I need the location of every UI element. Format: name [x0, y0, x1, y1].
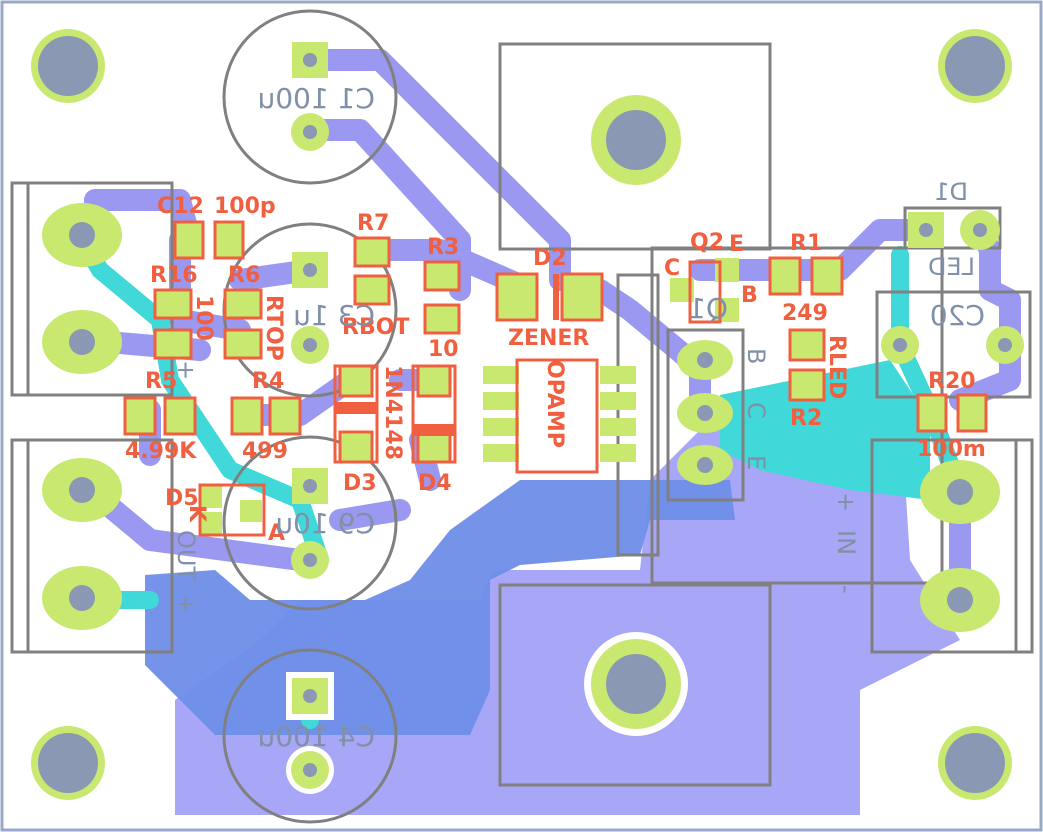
label-d5: D5: [165, 486, 199, 511]
silk-e: E: [742, 455, 770, 470]
label-r2: R2: [790, 406, 822, 431]
label-rled: RLED: [824, 335, 849, 399]
silk-c9: C9 10u: [275, 507, 375, 540]
label-r3: R3: [427, 235, 459, 260]
silk-b: B: [742, 348, 770, 364]
label-d5-a: A: [268, 521, 285, 546]
label-r16: R16: [150, 263, 198, 288]
label-r5-val: 4.99K: [125, 439, 197, 464]
silk-c4: C4 100u: [258, 720, 375, 753]
silk-labels: C1 100u C3 1u C9 10u C4 100u C20 Q1 LED …: [172, 82, 985, 753]
ref-labels: C12 100p R7 RBOT R3 10 D2 ZENER Q2 E C B…: [125, 194, 986, 546]
silk-out-plus: +: [172, 594, 200, 614]
label-d5-k: K: [184, 505, 209, 523]
tht-pads: [42, 42, 1024, 794]
silk-d1: D1: [934, 178, 968, 206]
silk-c1: C1 100u: [258, 82, 375, 115]
label-r7: R7: [357, 211, 389, 236]
label-r5: R5: [145, 369, 177, 394]
label-r20: R20: [928, 369, 976, 394]
smd-pads-plain: [200, 258, 739, 534]
label-r3-val: 10: [428, 337, 459, 362]
label-d3-val: 1N4148: [380, 365, 405, 460]
label-r4-val: 499: [242, 439, 288, 464]
silk-led: LED: [928, 253, 975, 281]
label-q2-c: C: [664, 256, 680, 281]
label-r1-val: 249: [782, 301, 828, 326]
silk-in-plus: +: [832, 492, 860, 512]
label-r4: R4: [252, 369, 284, 394]
component-outlines: [10, 9, 1034, 824]
label-q2-e: E: [729, 232, 744, 257]
label-c12-val: 100p: [214, 194, 276, 219]
silk-in-minus: -: [832, 585, 860, 594]
silk-out: OUT: [172, 530, 200, 581]
label-d4: D4: [418, 471, 452, 496]
silk-q1: Q1: [688, 292, 728, 325]
silk-c3: C3 1u: [293, 299, 375, 332]
silk-c: C: [742, 402, 770, 419]
label-r20-val: 100m: [917, 437, 986, 462]
label-d3: D3: [343, 471, 377, 496]
label-d2: D2: [533, 246, 567, 271]
d2-band: [553, 274, 559, 320]
silk-sense-plus: +: [172, 360, 200, 380]
label-r1: R1: [790, 231, 822, 256]
label-zener: ZENER: [508, 326, 589, 351]
label-r6: R6: [228, 263, 260, 288]
smd-pads: [123, 220, 988, 464]
d3-band: [335, 402, 377, 414]
label-rtop: RTOP: [261, 295, 286, 361]
label-c12: C12: [157, 194, 204, 219]
copper-pour-top: [145, 480, 735, 735]
silk-c20: C20: [930, 299, 985, 332]
mounting-holes: [31, 29, 1012, 800]
label-q2: Q2: [690, 230, 724, 255]
label-r16-val: 100: [191, 295, 216, 341]
d4-band: [413, 424, 455, 436]
label-opamp: OPAMP: [542, 360, 567, 448]
silk-in: IN: [832, 530, 860, 555]
label-q2-b: B: [741, 283, 758, 308]
label-rbot: RBOT: [342, 315, 409, 340]
